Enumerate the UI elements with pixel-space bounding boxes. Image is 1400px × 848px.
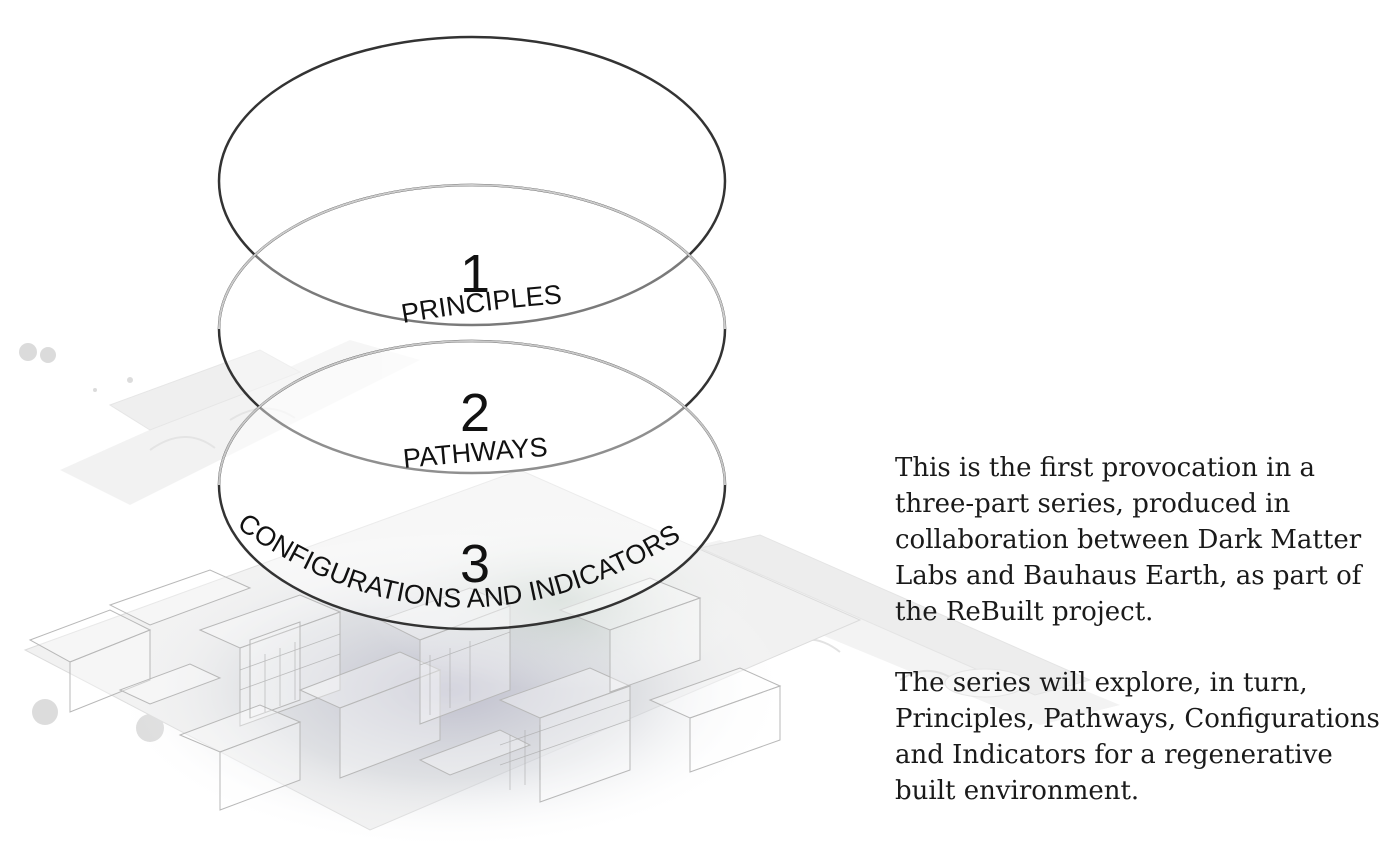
layer-ellipses	[217, 35, 727, 631]
isometric-city-illustration	[19, 340, 1120, 848]
city-blocks	[23, 469, 862, 848]
layer-3-number: 3	[460, 534, 490, 594]
description-paragraph-intro: This is the first provocation in a three…	[895, 453, 1362, 627]
layer-1-number: 1	[460, 244, 490, 304]
description-paragraph-series: The series will explore, in turn, Princi…	[895, 668, 1380, 806]
layer-2-hidden-edge	[218, 340, 726, 486]
layer-2-number: 2	[460, 383, 490, 443]
bridge-left	[60, 340, 420, 505]
series-description: This is the first provocation in a three…	[895, 450, 1385, 844]
layer-1-ellipse	[217, 35, 727, 327]
layer-1-hidden-edge	[218, 184, 726, 330]
